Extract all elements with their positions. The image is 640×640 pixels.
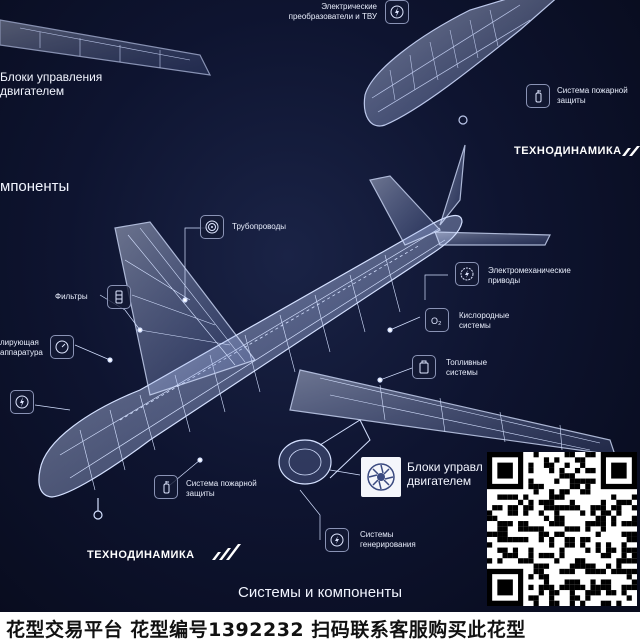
label-generation-systems: Системы генерирования xyxy=(360,530,416,549)
generator-icon xyxy=(325,528,349,552)
watermark-footer-text: 花型交易平台 花型编号1392232 扫码联系客服购买此花型 xyxy=(6,619,526,640)
oxygen-icon: O₂ xyxy=(425,308,449,332)
lightning-icon xyxy=(10,390,34,414)
label-fire-protection-main: Система пожарной защиты xyxy=(186,479,257,498)
label-engine-control-main: Блоки управл двигателем xyxy=(407,460,483,488)
label-electrical-converters: Электрические преобразователи и ТВУ xyxy=(288,2,377,21)
main-aircraft xyxy=(34,144,616,540)
fire-extinguisher-icon xyxy=(526,84,550,108)
fire-extinguisher-icon xyxy=(154,475,178,499)
label-electromechanical-drives: Электромеханические приводы xyxy=(488,266,571,285)
heading-components-left: мпоненты xyxy=(0,178,70,195)
filter-icon xyxy=(107,285,131,309)
label-pipelines: Трубопроводы xyxy=(232,222,286,231)
pipe-coil-icon xyxy=(200,215,224,239)
heading-systems-components: Системы и компоненты xyxy=(238,584,402,601)
brand-logo-mark xyxy=(212,146,640,560)
label-oxygen-systems: Кислородные системы xyxy=(459,311,510,330)
lightning-icon xyxy=(385,0,409,24)
qr-code-pattern xyxy=(487,452,637,606)
qr-code[interactable] xyxy=(487,452,637,606)
label-fire-protection-top: Система пожарной защиты xyxy=(557,86,628,105)
svg-text:O₂: O₂ xyxy=(431,316,442,326)
top-aircraft xyxy=(0,0,556,127)
label-engine-control-top: Блоки управления двигателем xyxy=(0,70,103,98)
watermark-footer-bar: 花型交易平台 花型编号1392232 扫码联系客服购买此花型 xyxy=(0,612,640,640)
fuel-tank-icon xyxy=(412,355,436,379)
gear-lightning-icon xyxy=(455,262,479,286)
label-regulating-equipment: лирующая аппаратура xyxy=(0,338,43,357)
gauge-icon xyxy=(50,335,74,359)
label-filters: Фильтры xyxy=(55,292,88,301)
label-fuel-systems: Топливные системы xyxy=(446,358,488,377)
brand-name-main: ТЕХНОДИНАМИКА xyxy=(87,549,195,561)
brand-name-top: ТЕХНОДИНАМИКА xyxy=(514,145,622,157)
engine-fan-icon xyxy=(361,457,401,497)
